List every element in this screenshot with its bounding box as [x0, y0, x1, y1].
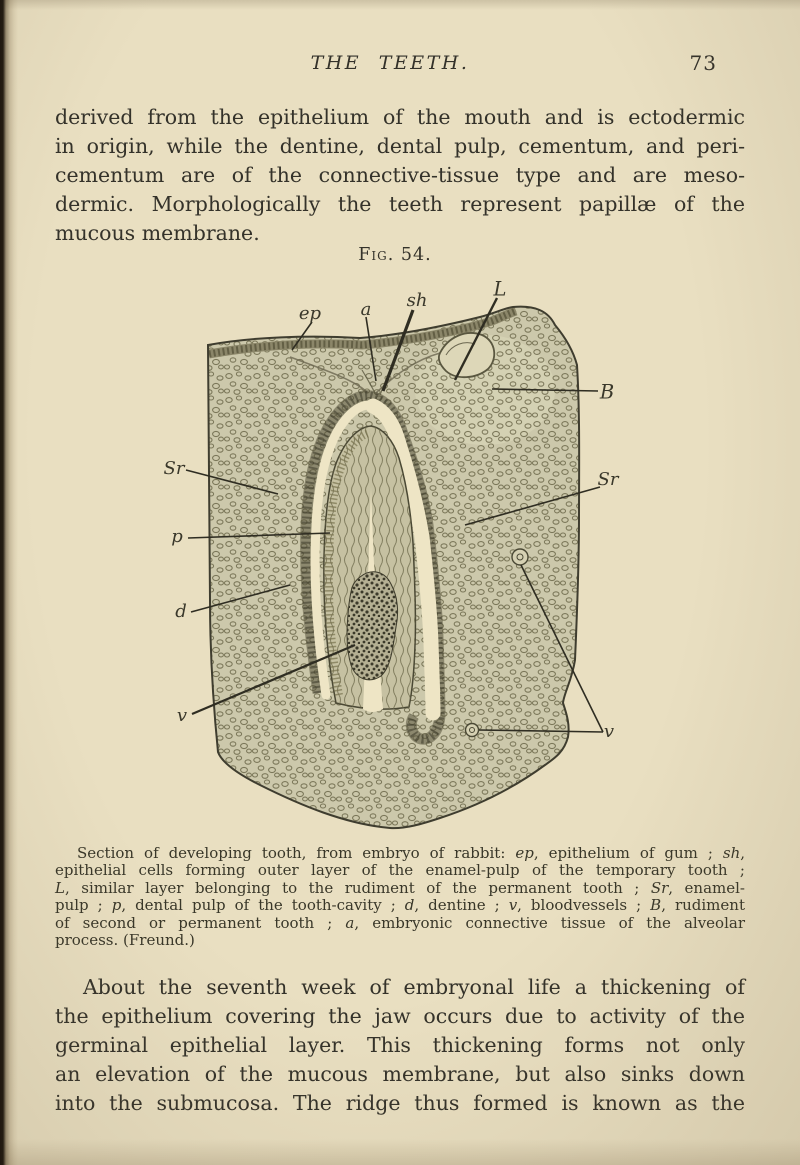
paragraph-1-line: in origin, while the dentine, dental pul…	[55, 134, 745, 158]
figure-label-L: L	[493, 277, 507, 301]
caption-line: process. (Freund.)	[55, 931, 195, 950]
figure-label-ep: ep	[298, 303, 322, 324]
figure-caption: Section of developing tooth, from embryo…	[55, 844, 746, 950]
paragraph-2-line: an elevation of the mucous membrane, but…	[55, 1062, 745, 1086]
paragraph-2-line: into the submucosa. The ridge thus forme…	[55, 1091, 745, 1115]
figure-label-v-left: v	[176, 705, 188, 726]
figure-label-sh: sh	[406, 290, 428, 311]
paragraph-1-line: mucous membrane.	[55, 221, 260, 245]
figure-drawing	[185, 297, 604, 830]
paragraph-2-line: germinal epithelial layer. This thickeni…	[55, 1033, 745, 1057]
figure-label-a: a	[360, 299, 372, 320]
figure-label-Sr-left: Sr	[163, 458, 185, 479]
caption-line: of second or permanent tooth ; a, embryo…	[55, 913, 745, 932]
paragraph-2-line: the epithelium covering the jaw occurs d…	[55, 1004, 745, 1028]
caption-line: L, similar layer belonging to the rudime…	[55, 878, 746, 897]
figure-number: Fig. 54.	[358, 245, 432, 265]
paragraph-2-line: About the seventh week of embryonal life…	[83, 975, 745, 999]
caption-line: epithelial cells forming outer layer of …	[55, 861, 745, 880]
page-number: 73	[689, 51, 717, 75]
figure-label-d: d	[175, 601, 187, 622]
paragraph-1: derived from the epithelium of the mouth…	[55, 103, 745, 248]
figure-label-B: B	[599, 380, 615, 404]
bloodvessel-upper	[511, 548, 529, 566]
paragraph-1-line: cementum are of the connective-tissue ty…	[55, 163, 745, 187]
tissue-section	[206, 305, 581, 830]
bloodvessel-lower	[464, 722, 480, 738]
paragraph-1-line: derived from the epithelium of the mouth…	[55, 105, 745, 129]
caption-line: pulp ; p, dental pulp of the tooth-cavit…	[55, 896, 745, 915]
paragraph-2: About the seventh week of embryonal life…	[55, 973, 745, 1118]
figure-label-v-right: v	[603, 721, 615, 742]
figure-label-Sr-right: Sr	[597, 469, 619, 490]
paragraph-1-line: dermic. Morphologically the teeth repres…	[55, 192, 745, 216]
caption-line: Section of developing tooth, from embryo…	[77, 844, 746, 862]
page-title: THE TEETH.	[310, 52, 470, 74]
figure-label-p: p	[171, 526, 183, 547]
